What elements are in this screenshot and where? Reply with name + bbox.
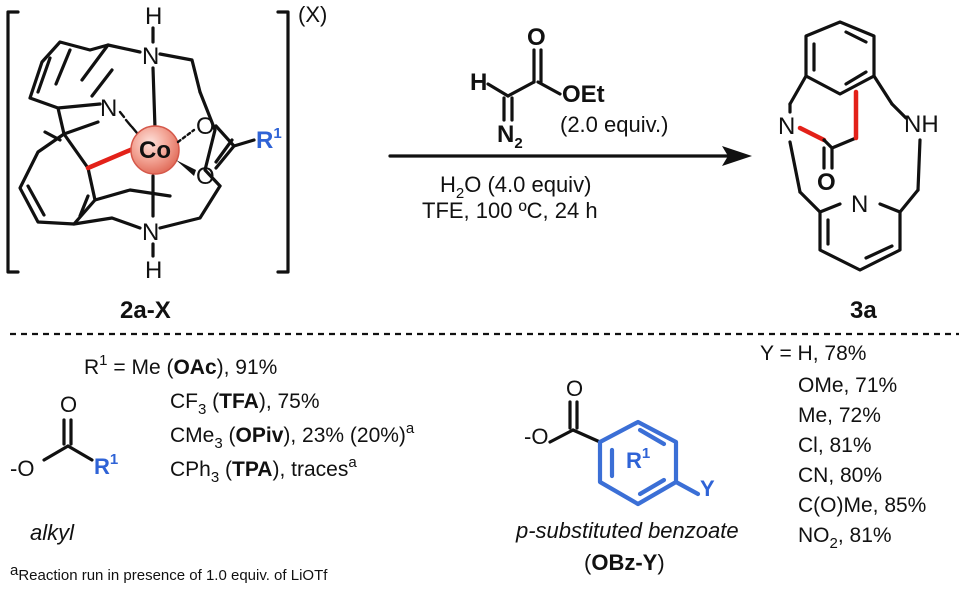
complex-r-group: R1 [256,125,282,154]
cobalt-label: Co [139,137,171,164]
diazo-reagent-structure: H O OEt N2 (2.0 equiv.) [470,24,668,152]
alkyl-carboxylate-o: O [60,392,77,417]
benzoate-y: Y [700,476,715,501]
right-bracket [276,10,290,274]
y-yield-cn: CN, 80% [798,464,882,487]
reagent-oet: OEt [562,81,605,108]
alkyl-caption: alkyl [30,520,75,545]
footnote: aReaction run in presence of 1.0 equiv. … [10,562,328,584]
co-o-wedge-bond [176,160,196,176]
alkyl-panel: R1 = Me (OAc), 91% CF3 (TFA), 75% CMe3 (… [10,352,415,545]
product-structure: N O NH N 3a [778,20,939,324]
benzoate-caption: p-substituted benzoate [515,518,739,543]
benzoate-carbonyl-o: O [566,376,583,401]
y-yield-no2: NO2, 81% [798,524,892,552]
reagent-h-atom: H [470,69,487,96]
top-n-atom: N [142,43,159,70]
pyridine-n-atom: N [100,95,117,122]
benzoate-panel: O -O R1 Y p-substituted benzoate (OBz-Y) [515,376,739,575]
product-nh-right: NH [904,111,939,138]
alkyl-carboxylate-o-minus: -O [10,456,34,481]
product-carbonyl-o: O [817,169,836,196]
benzoate-ring-r: R1 [626,445,650,473]
conditions-line-1: H2O (4.0 equiv) [440,172,591,202]
benzoate-o-minus: -O [524,424,548,449]
bottom-n-atom: N [142,219,159,246]
y-yield-acetyl: C(O)Me, 85% [798,494,926,517]
conditions-line-2: TFE, 100 ºC, 24 h [422,198,598,223]
complex-label: 2a-X [120,297,171,324]
benzoate-abbr: (OBz-Y) [584,550,665,575]
cobalt-sphere [130,125,180,175]
y-yield-me: Me, 72% [798,404,881,427]
r1-cph3-row: CPh3 (TPA), tracesa [170,454,357,486]
left-bracket [6,10,20,274]
top-h-atom: H [145,3,162,30]
product-n-left: N [778,113,795,140]
y-yield-ome: OMe, 71% [798,374,897,397]
reagent-equiv: (2.0 equiv.) [560,112,668,137]
counterion-label: (X) [298,2,327,27]
y-yield-h: Y = H, 78% [760,342,866,365]
product-new-cn-bond [797,125,827,143]
y-yield-cl: Cl, 81% [798,434,872,457]
reagent-o-atom: O [527,24,546,51]
r1-cf3-row: CF3 (TFA), 75% [170,390,320,418]
y-yield-list: Y = H, 78% OMe, 71% Me, 72% Cl, 81% CN, … [760,342,926,552]
reaction-arrow [388,146,752,166]
product-pyridine-n: N [851,191,868,218]
alkyl-carboxylate-r: R1 [94,451,118,479]
n-co-hash-bond [118,110,139,135]
reagent-n2: N2 [497,121,523,152]
r1-cme3-row: CMe3 (OPiv), 23% (20%)a [170,420,415,452]
co-carbon-bond [85,145,138,171]
product-label: 3a [850,297,877,324]
r1-me-row: R1 = Me (OAc), 91% [84,352,277,379]
cobalt-complex-structure: (X) H N N H N [6,2,327,324]
bottom-h-atom: H [145,257,162,284]
carboxylate-o-bottom: O [196,163,215,190]
carboxylate-o-top: O [196,113,215,140]
